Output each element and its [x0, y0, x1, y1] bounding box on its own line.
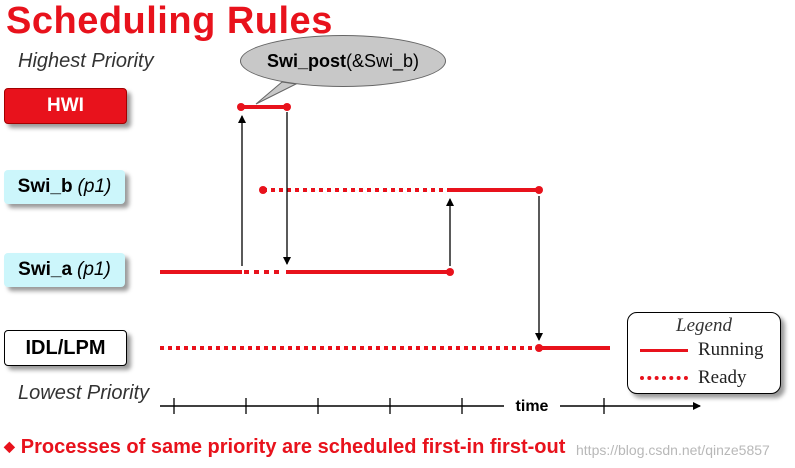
hwi-start-dot — [237, 103, 245, 111]
legend-running-row: Running — [640, 339, 764, 360]
diamond-bullet-icon: ◆ — [4, 438, 15, 454]
task-idl-lpm: IDL/LPM — [4, 330, 127, 366]
footer-note: ◆ Processes of same priority are schedule… — [4, 436, 565, 459]
watermark: https://blog.csdn.net/qinze5857 — [576, 442, 770, 458]
page-title: Scheduling Rules — [6, 0, 333, 42]
task-idl-lpm-label: IDL/LPM — [25, 336, 106, 359]
idl-start-dot — [535, 344, 543, 352]
swi-b-end-dot — [535, 186, 543, 194]
callout-function: Swi_post — [266, 50, 346, 71]
lowest-priority-label: Lowest Priority — [18, 382, 150, 404]
legend-title: Legend — [676, 315, 732, 336]
task-swi-b-label: Swi_b — [17, 176, 73, 197]
legend-box: Legend Running Ready — [627, 312, 781, 394]
swi-post-callout: Swi_post(&Swi_b) — [240, 35, 446, 87]
task-swi-b: Swi_b(p1) — [4, 170, 125, 204]
legend-ready-label: Ready — [698, 367, 747, 388]
task-swi-b-priority: (p1) — [77, 176, 112, 197]
hwi-end-dot — [283, 103, 291, 111]
highest-priority-label: Highest Priority — [18, 50, 154, 72]
task-hwi-label: HWI — [47, 95, 84, 116]
legend-running-label: Running — [698, 339, 764, 360]
time-axis-label: time — [504, 398, 560, 416]
legend-ready-swatch — [640, 376, 688, 380]
task-swi-a-label: Swi_a — [18, 259, 73, 280]
time-axis-ticks — [173, 398, 605, 414]
callout-pointer — [255, 81, 298, 105]
callout-argument: (&Swi_b) — [345, 50, 420, 71]
task-swi-a: Swi_a(p1) — [4, 253, 125, 287]
legend-running-swatch — [640, 348, 688, 352]
legend-ready-row: Ready — [640, 367, 747, 388]
swi-a-end-dot — [446, 268, 454, 276]
task-swi-a-priority: (p1) — [77, 259, 111, 280]
footer-note-text: Processes of same priority are scheduled… — [20, 436, 566, 458]
task-hwi: HWI — [4, 88, 127, 124]
